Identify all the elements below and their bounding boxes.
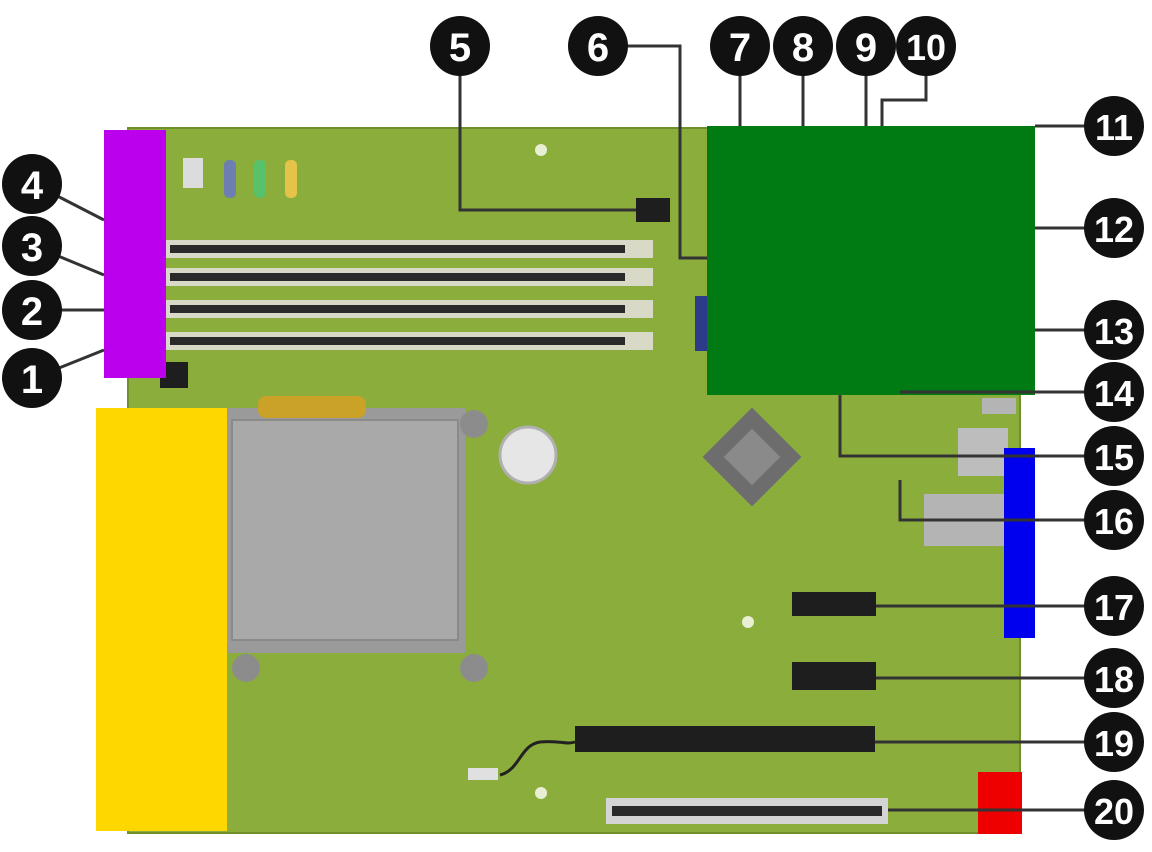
callout-4: 4	[2, 154, 62, 214]
callout-label: 17	[1094, 587, 1134, 628]
callout-label: 15	[1094, 437, 1134, 478]
leader-line-5	[458, 50, 636, 212]
heatsink-screw	[460, 654, 488, 682]
callout-3: 3	[2, 216, 62, 276]
callout-6: 6	[568, 16, 628, 76]
cable	[499, 740, 576, 777]
pcie-x1-slot	[792, 662, 876, 690]
callout-label: 2	[21, 290, 43, 334]
highlight-block-red	[978, 772, 1022, 834]
mounting-hole	[742, 616, 754, 628]
leader-line-16	[898, 480, 1112, 522]
fan-connector	[636, 198, 670, 222]
dimm-slot-channel	[170, 245, 625, 253]
memory-slots	[165, 240, 653, 350]
callout-label: 1	[21, 358, 43, 402]
highlight-block-purple	[104, 130, 166, 378]
header-pin-yellow	[285, 160, 297, 198]
callout-2: 2	[2, 280, 62, 340]
callout-9: 9	[836, 16, 896, 76]
callout-label: 14	[1094, 373, 1134, 414]
callout-15: 15	[1084, 426, 1144, 486]
callout-13: 13	[1084, 300, 1144, 360]
sata-connector-small	[982, 398, 1016, 414]
callout-label: 9	[855, 26, 877, 70]
mounting-hole	[535, 787, 547, 799]
callout-label: 3	[21, 226, 43, 270]
highlight-block-blue	[1004, 448, 1035, 638]
front-audio-header	[183, 158, 203, 188]
callout-label: 11	[1095, 107, 1133, 148]
callout-label: 10	[906, 27, 946, 68]
callout-label: 4	[21, 164, 44, 208]
callout-label: 16	[1094, 501, 1134, 542]
dimm-slot-channel	[170, 305, 625, 313]
callouts: 1 2 3 4 5 6 7 8 9 10 11 12 13 14 15 16 1…	[2, 16, 1144, 840]
callout-label: 18	[1094, 659, 1134, 700]
mounting-hole	[535, 144, 547, 156]
callout-5: 5	[430, 16, 490, 76]
heatsink	[225, 396, 488, 682]
pcie-x1-slot	[792, 592, 876, 616]
callout-7: 7	[710, 16, 770, 76]
callout-20: 20	[1084, 780, 1144, 840]
heatsink-fins	[231, 419, 459, 641]
pcie-x16-slot	[575, 726, 875, 752]
header-pin-blue	[224, 160, 236, 198]
highlight-block-green	[707, 126, 1035, 395]
callout-label: 5	[449, 26, 471, 70]
callout-14: 14	[1084, 362, 1144, 422]
callout-8: 8	[773, 16, 833, 76]
dimm-slot-channel	[170, 273, 625, 281]
callout-11: 11	[1084, 96, 1144, 156]
leader-line-6	[598, 44, 707, 260]
chipset	[702, 407, 802, 507]
dimm-slot-channel	[170, 337, 625, 345]
cable-connector	[468, 768, 498, 780]
callout-1: 1	[2, 348, 62, 408]
leader-line-15	[838, 395, 1112, 458]
callout-label: 8	[792, 26, 814, 70]
heatsink-screw	[460, 410, 488, 438]
callout-19: 19	[1084, 712, 1144, 772]
header-pin-green	[254, 160, 266, 198]
callout-label: 13	[1094, 311, 1134, 352]
pci-slot-channel	[612, 806, 882, 816]
callout-label: 19	[1094, 723, 1134, 764]
callout-16: 16	[1084, 490, 1144, 550]
callout-17: 17	[1084, 576, 1144, 636]
callout-label: 7	[729, 26, 751, 70]
callout-label: 12	[1094, 209, 1134, 250]
battery	[498, 425, 558, 485]
callout-10: 10	[896, 16, 956, 76]
callout-18: 18	[1084, 648, 1144, 708]
callout-label: 6	[587, 26, 609, 70]
callout-label: 20	[1094, 791, 1134, 832]
heatsink-heatpipe	[258, 396, 366, 418]
callout-12: 12	[1084, 198, 1144, 258]
sata-connector	[958, 428, 1008, 476]
highlight-block-yellow	[96, 408, 227, 831]
heatsink-screw	[232, 654, 260, 682]
